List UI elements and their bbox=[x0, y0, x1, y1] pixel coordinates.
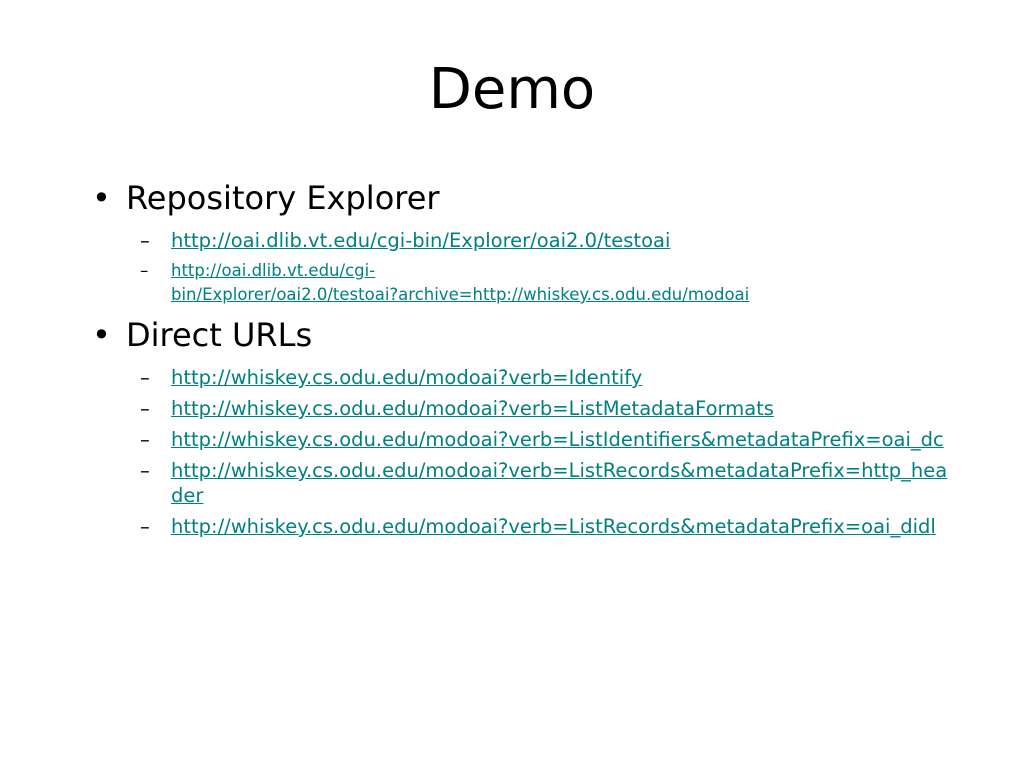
list-item: – http://whiskey.cs.odu.edu/modoai?verb=… bbox=[88, 458, 948, 508]
list-item: – http://whiskey.cs.odu.edu/modoai?verb=… bbox=[88, 396, 948, 421]
list-metadata-formats-link[interactable]: http://whiskey.cs.odu.edu/modoai?verb=Li… bbox=[171, 397, 774, 420]
bullet-icon: • bbox=[92, 179, 111, 217]
bullet-icon: • bbox=[92, 316, 111, 354]
list-item: – http://whiskey.cs.odu.edu/modoai?verb=… bbox=[88, 427, 948, 452]
dash-icon: – bbox=[140, 366, 150, 389]
slide-content: • Repository Explorer – http://oai.dlib.… bbox=[88, 176, 948, 545]
list-identifiers-link[interactable]: http://whiskey.cs.odu.edu/modoai?verb=Li… bbox=[171, 428, 944, 451]
list-item: – http://whiskey.cs.odu.edu/modoai?verb=… bbox=[88, 514, 948, 539]
dash-icon: – bbox=[140, 428, 150, 451]
list-item: – http://oai.dlib.vt.edu/cgi-bin/Explore… bbox=[88, 259, 948, 307]
list-records-oai-didl-link[interactable]: http://whiskey.cs.odu.edu/modoai?verb=Li… bbox=[171, 515, 936, 538]
explorer-archive-link[interactable]: http://oai.dlib.vt.edu/cgi-bin/Explorer/… bbox=[171, 261, 750, 304]
section-heading: Direct URLs bbox=[126, 316, 313, 354]
dash-icon: – bbox=[140, 229, 150, 252]
dash-icon: – bbox=[140, 397, 150, 420]
dash-icon: – bbox=[140, 459, 150, 482]
bullet-direct-urls: • Direct URLs bbox=[88, 313, 948, 357]
repository-explorer-links: – http://oai.dlib.vt.edu/cgi-bin/Explore… bbox=[88, 228, 948, 307]
dash-icon: – bbox=[140, 515, 150, 538]
list-item: – http://oai.dlib.vt.edu/cgi-bin/Explore… bbox=[88, 228, 948, 253]
direct-url-links: – http://whiskey.cs.odu.edu/modoai?verb=… bbox=[88, 365, 948, 539]
section-heading: Repository Explorer bbox=[126, 179, 440, 217]
identify-link[interactable]: http://whiskey.cs.odu.edu/modoai?verb=Id… bbox=[171, 366, 643, 389]
list-item: – http://whiskey.cs.odu.edu/modoai?verb=… bbox=[88, 365, 948, 390]
bullet-repository-explorer: • Repository Explorer bbox=[88, 176, 948, 220]
explorer-link[interactable]: http://oai.dlib.vt.edu/cgi-bin/Explorer/… bbox=[171, 229, 671, 252]
list-records-http-header-link[interactable]: http://whiskey.cs.odu.edu/modoai?verb=Li… bbox=[171, 459, 948, 507]
slide-title: Demo bbox=[428, 57, 596, 122]
dash-icon: – bbox=[140, 261, 149, 280]
